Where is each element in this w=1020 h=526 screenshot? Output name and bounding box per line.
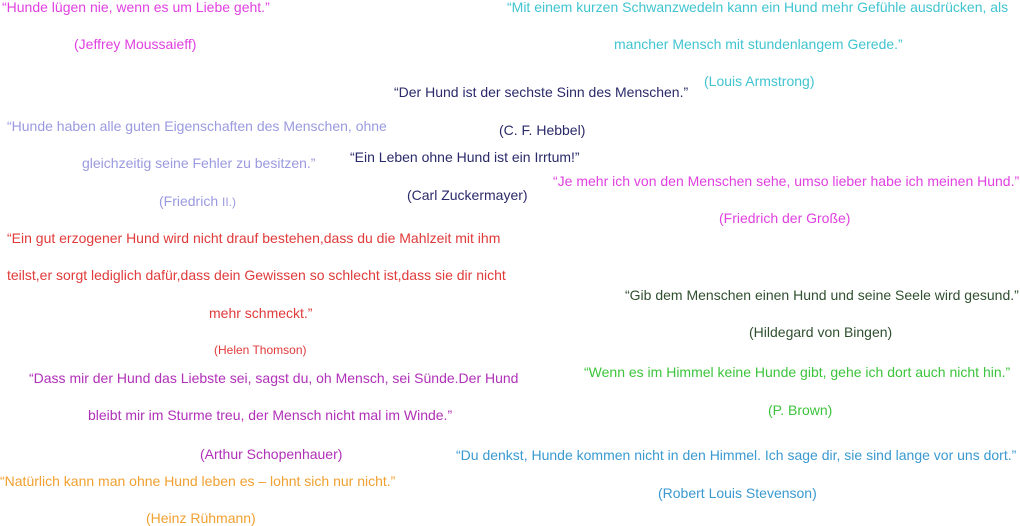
quote-8-text: “Gib dem Menschen einen Hund und seine S… xyxy=(625,287,1019,303)
quote-4-author-numeral: II.) xyxy=(222,195,237,209)
quote-1-text: “Hunde lügen nie, wenn es um Liebe geht.… xyxy=(2,0,270,15)
quote-1-author: (Jeffrey Moussaieff) xyxy=(74,36,197,52)
quote-2-text-line-1: “Mit einem kurzen Schwanzwedeln kann ein… xyxy=(507,0,1009,15)
quote-10-author: (P. Brown) xyxy=(768,402,833,418)
quote-7-text-line-3: mehr schmeckt.” xyxy=(209,305,313,321)
quote-2-author: (Louis Armstrong) xyxy=(704,73,815,89)
quote-6-author: (Friedrich der Große) xyxy=(719,210,851,226)
quote-4-author: (Friedrich II.) xyxy=(159,193,236,210)
quote-9-text-line-2: bleibt mir im Sturme treu, der Mensch ni… xyxy=(88,407,453,423)
quote-7-text-line-1: “Ein gut erzogener Hund wird nicht drauf… xyxy=(7,230,501,246)
quote-9-author: (Arthur Schopenhauer) xyxy=(200,446,343,462)
quote-10-text: “Wenn es im Himmel keine Hunde gibt, geh… xyxy=(584,364,1011,380)
quote-6-text: “Je mehr ich von den Menschen sehe, umso… xyxy=(553,173,1020,189)
quote-9-text-line-1: “Dass mir der Hund das Liebste sei, sags… xyxy=(29,370,519,386)
quote-12-text: “Natürlich kann man ohne Hund leben es –… xyxy=(0,473,396,489)
quote-7-text-line-2: teilst,er sorgt lediglich dafür,dass dei… xyxy=(7,267,506,283)
quote-5-text: “Ein Leben ohne Hund ist ein Irrtum!” xyxy=(350,149,580,165)
quote-2-text-line-2: mancher Mensch mit stundenlangem Gerede.… xyxy=(614,36,903,52)
quote-8-author: (Hildegard von Bingen) xyxy=(749,324,893,340)
quote-11-author: (Robert Louis Stevenson) xyxy=(658,485,817,501)
quote-7-author: (Helen Thomson) xyxy=(214,343,307,357)
quote-3-author: (C. F. Hebbel) xyxy=(499,122,586,138)
quote-11-text: “Du denkst, Hunde kommen nicht in den Hi… xyxy=(456,447,1017,463)
quote-12-author: (Heinz Rühmann) xyxy=(146,510,256,526)
quote-3-text: “Der Hund ist der sechste Sinn des Mensc… xyxy=(394,84,689,100)
quote-5-author: (Carl Zuckermayer) xyxy=(407,187,528,203)
quote-4-text-line-2: gleichzeitig seine Fehler zu besitzen.” xyxy=(82,155,316,171)
quote-4-text-line-1: “Hunde haben alle guten Eigenschaften de… xyxy=(7,118,387,134)
quote-4-author-main: (Friedrich xyxy=(159,193,223,209)
